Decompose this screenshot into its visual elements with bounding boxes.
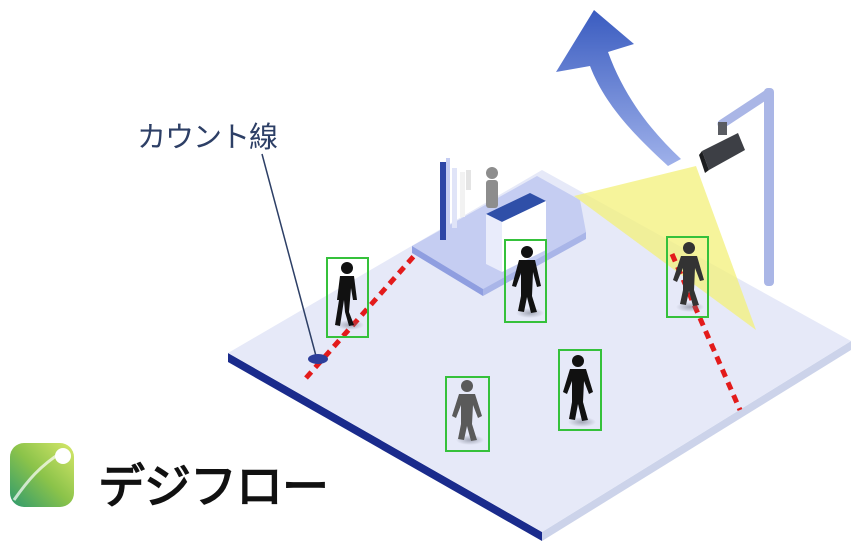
person-icon	[512, 246, 541, 313]
person-icon	[335, 262, 357, 326]
camera-pole	[717, 88, 774, 286]
person-detection-4	[445, 376, 490, 452]
person-icon	[563, 355, 593, 421]
bounding-box	[504, 239, 547, 323]
camera-beam	[574, 166, 756, 330]
camera-icon	[699, 122, 745, 173]
bounding-box	[558, 349, 602, 431]
person-icon	[452, 380, 482, 441]
person-detection-5	[558, 349, 602, 431]
brand-name: デジフロー	[98, 460, 329, 515]
app-logo-icon	[10, 443, 74, 507]
security-gate-icon	[440, 158, 471, 240]
bounding-box	[666, 236, 709, 318]
person-detection-2	[504, 239, 547, 323]
person-detection-3	[666, 236, 709, 318]
sensor-marker	[308, 354, 328, 364]
count-line-label: カウント線	[137, 120, 278, 154]
bounding-box	[445, 376, 490, 452]
bounding-box	[326, 257, 369, 338]
person-detection-1	[326, 257, 369, 338]
callout-leader-line	[261, 153, 317, 357]
person-icon	[673, 242, 704, 306]
upload-arrow-icon	[556, 10, 681, 166]
